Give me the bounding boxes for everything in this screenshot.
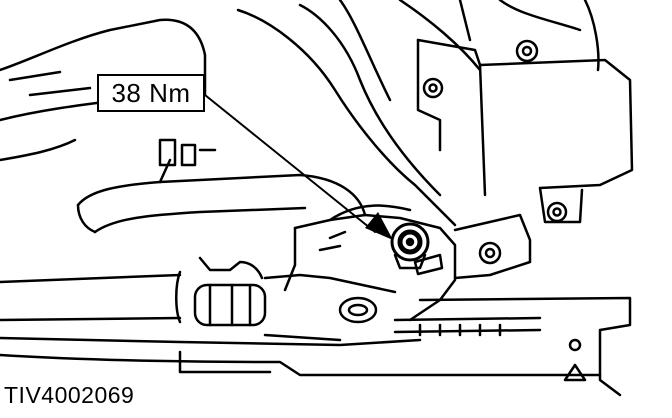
right-upper-component	[416, 0, 634, 224]
torque-callout: 38 Nm	[97, 74, 205, 112]
arrow-icon	[365, 212, 393, 240]
upper-swept-panel	[236, 0, 482, 227]
curved-arm	[76, 138, 367, 234]
lower-shaft-assembly	[0, 256, 397, 342]
mounting-bracket	[283, 204, 532, 322]
leader-line	[204, 94, 376, 233]
bolt-icon	[390, 222, 430, 270]
crossmember-frame	[0, 296, 632, 397]
torque-label: 38 Nm	[111, 77, 191, 108]
figure-reference-id: TIV4002069	[4, 382, 135, 408]
